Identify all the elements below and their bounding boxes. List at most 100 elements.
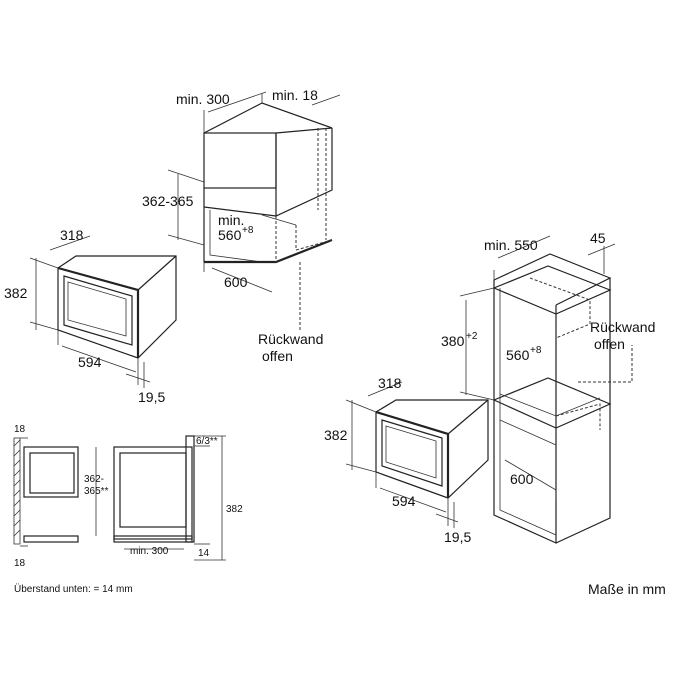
dim-550-line (497, 235, 551, 259)
right-dim-min-550: min. 550 (484, 237, 538, 253)
appliance-door-outer (63, 275, 133, 346)
r-dim-382: 382 (324, 427, 348, 443)
section-cabinet-inner (29, 452, 75, 494)
dim-560-label: 560 (218, 227, 242, 243)
upper-cabinet-drawing (167, 91, 341, 330)
dim-ext-19 (345, 399, 377, 413)
appliance-top-edge (137, 255, 177, 291)
r-dim-594-line (379, 487, 447, 513)
section-dim-365: 365** (84, 486, 109, 497)
niche-dash-2 (295, 225, 333, 251)
hatch-8 (13, 509, 21, 517)
right-dim-380-sup: +2 (466, 331, 478, 342)
right-rueckwand: Rückwand (590, 319, 655, 335)
section-front-panel (185, 435, 195, 543)
niche-inner-2 (261, 214, 297, 226)
cabinet-top-face (203, 102, 333, 134)
shelf-dash-2 (555, 403, 601, 430)
tall-right (555, 278, 611, 544)
dim-362-365-label: 362-365 (142, 193, 194, 209)
offen-label-1: offen (262, 348, 293, 364)
section-dim-min-300: min. 300 (130, 546, 169, 557)
left-appliance-drawing (29, 235, 177, 388)
left-dim-318: 318 (60, 227, 84, 243)
r-dim-19-5: 19,5 (444, 529, 471, 545)
r-appliance-door (381, 419, 443, 487)
dim-ext-3 (167, 169, 205, 183)
niche-floor (204, 238, 333, 264)
shelf-1 (492, 265, 612, 315)
r-dim-318: 318 (378, 375, 402, 391)
section-dim-382: 382 (226, 504, 243, 515)
dim-600-label: 600 (224, 274, 248, 290)
dim-ext-14 (459, 391, 495, 401)
hatch-9 (13, 519, 21, 527)
dim-ext-4 (167, 234, 205, 246)
tall-inner (499, 288, 557, 536)
section-dim-6-3: 6/3** (196, 436, 218, 447)
hatch-7 (13, 499, 21, 507)
cabinet-front-face (203, 132, 277, 189)
dim-min300-line (207, 91, 267, 113)
tall-cabinet-drawing (459, 235, 633, 544)
right-appliance-drawing (345, 381, 489, 528)
r-dim-318-line (367, 381, 403, 397)
dim-ext-9 (29, 257, 59, 269)
left-dim-19-5: 19,5 (138, 389, 165, 405)
dim-600-line (211, 267, 273, 293)
hatch-1 (13, 439, 21, 447)
hatch-5 (13, 479, 21, 487)
overhang-note: Überstand unten: = 14 mm (14, 583, 133, 595)
section-appliance (113, 446, 193, 540)
dim-600r-line (504, 459, 557, 491)
rueckwand-label-1: Rückwand (258, 331, 323, 347)
hatch-6 (13, 489, 21, 497)
r-appliance-top-edge (447, 399, 489, 435)
dim-45-line (587, 243, 616, 256)
right-dim-600: 600 (510, 471, 534, 487)
hatch-4 (13, 469, 21, 477)
dim-min-18-label: min. 18 (272, 87, 318, 103)
tall-top (493, 253, 612, 306)
left-dim-382: 382 (4, 285, 28, 301)
right-dim-380: 380 (441, 333, 465, 349)
right-dim-560: 560 (506, 347, 530, 363)
niche-top-edge (203, 206, 277, 217)
section-dim-18-top: 18 (14, 424, 26, 435)
dim-ext-10 (29, 321, 59, 331)
tall-front (493, 280, 557, 544)
section-dim-18-bottom: 18 (14, 558, 26, 569)
dim-560-sup: +8 (242, 225, 254, 236)
units-note: Maße in mm (588, 581, 666, 597)
r-dim-19-line (435, 513, 459, 523)
shelf-dash-1 (529, 277, 591, 339)
section-cabinet-upper (23, 446, 79, 498)
dim-min-label: min. (218, 212, 244, 228)
right-dim-45: 45 (590, 230, 606, 246)
cabinet-right-side (275, 128, 333, 217)
dim-318-line (49, 235, 91, 251)
section-base (113, 535, 193, 543)
rueckwand-leader (578, 345, 633, 383)
hatch-3 (13, 459, 21, 467)
left-dim-594: 594 (78, 354, 102, 370)
right-offen: offen (594, 336, 625, 352)
tall-inner-2 (499, 419, 557, 446)
right-dim-560-sup: +8 (530, 345, 542, 356)
hatch-10 (13, 529, 21, 537)
hatch-2 (13, 449, 21, 457)
shelf-2 (492, 377, 612, 429)
niche-inner (209, 210, 263, 263)
dim-min-300-label: min. 300 (176, 91, 230, 107)
shelf-2-inner (499, 393, 601, 417)
dim-594-line (61, 345, 137, 373)
section-dim-362: 362- (84, 474, 104, 485)
dim-min18-line (311, 94, 341, 106)
section-view-drawing (13, 435, 226, 561)
appliance-window (67, 281, 127, 337)
dim-ext-20 (345, 463, 377, 473)
section-floor-board (23, 535, 79, 543)
wall-hatch (13, 437, 21, 545)
